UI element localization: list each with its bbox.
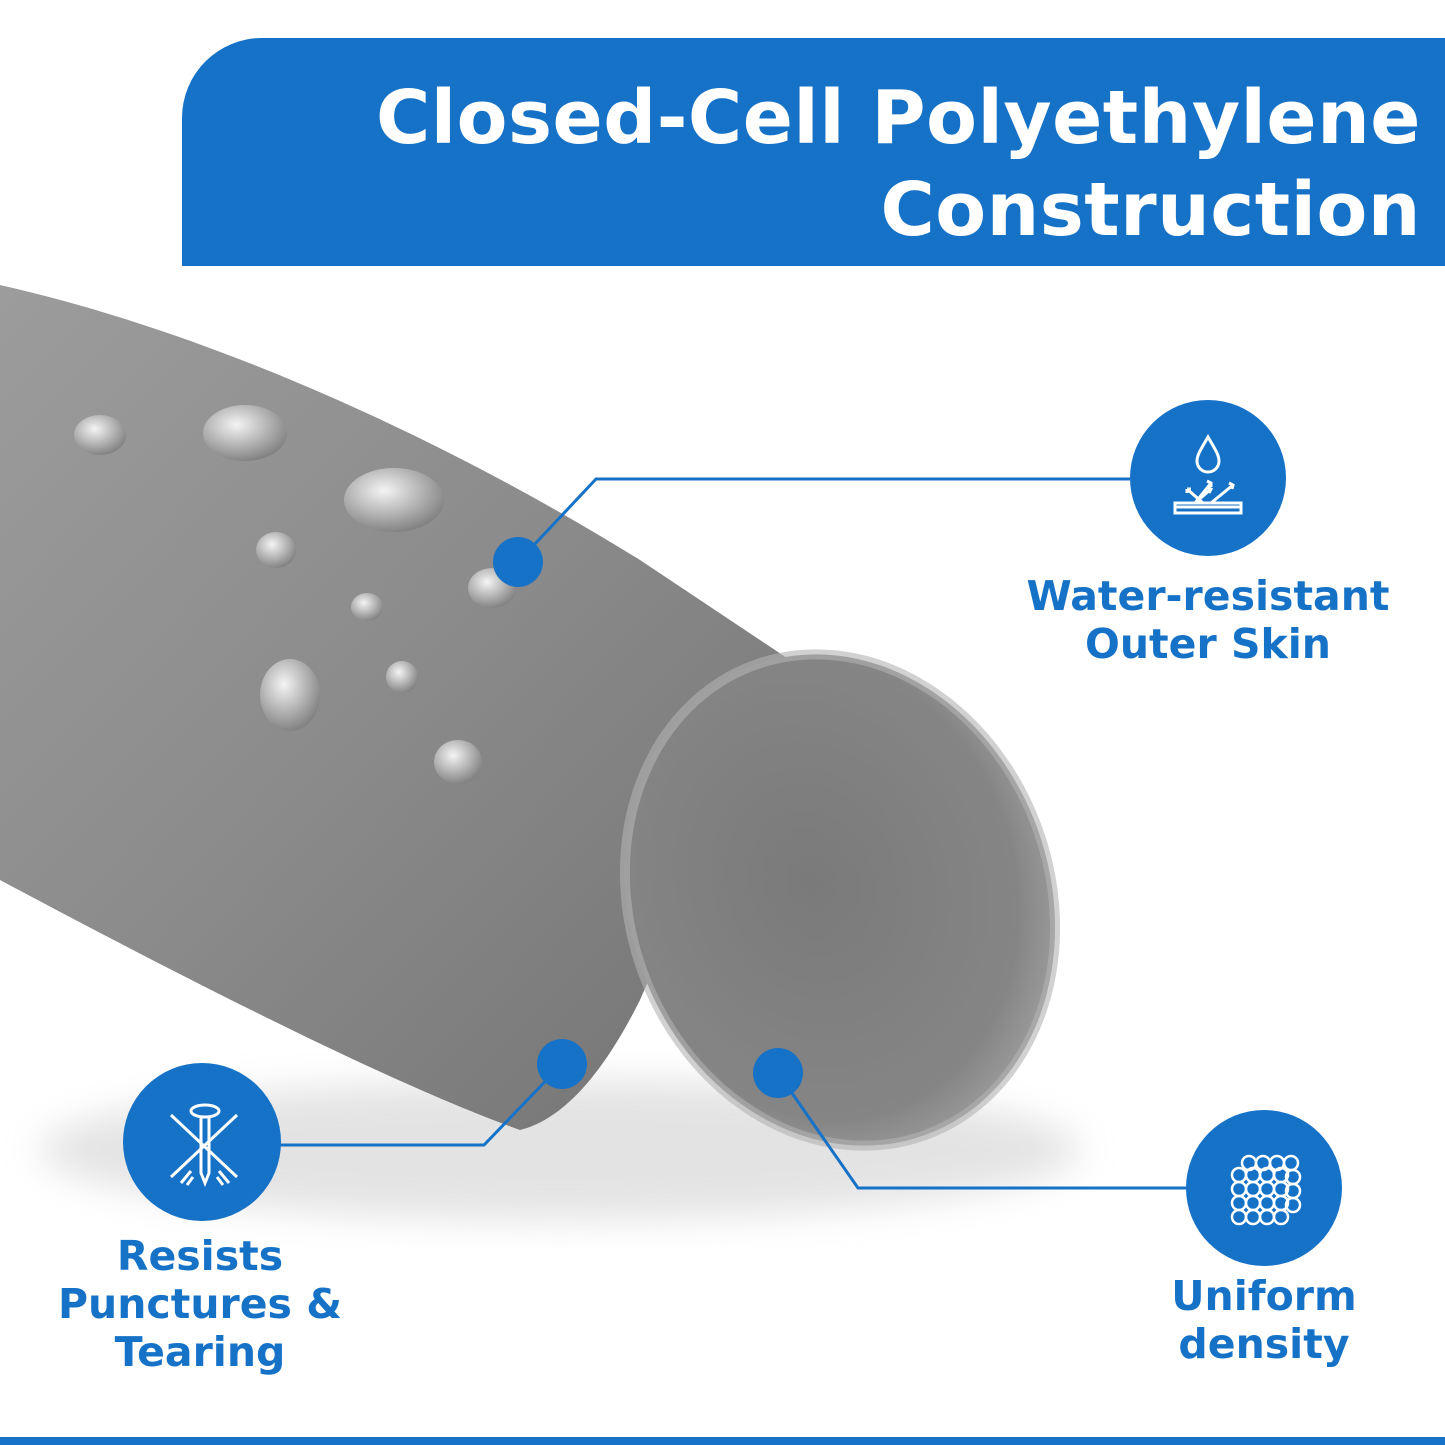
foam-tube-body <box>0 285 820 1130</box>
callout-dot-puncture <box>537 1039 587 1089</box>
feature-label-puncture: Resists Punctures & Tearing <box>58 1232 342 1376</box>
nail-crossed-icon <box>123 1063 281 1221</box>
bottom-rule <box>0 1437 1445 1445</box>
connector-puncture <box>280 1062 564 1147</box>
page-title: Closed-Cell Polyethylene Construction <box>376 72 1421 256</box>
callout-dot-water <box>493 537 543 587</box>
water-drop-repel-icon <box>1130 400 1286 556</box>
title-banner: Closed-Cell Polyethylene Construction <box>182 38 1445 266</box>
title-line-1: Closed-Cell Polyethylene <box>375 75 1421 161</box>
connector-density <box>776 1072 1186 1190</box>
feature-label-water: Water-resistant Outer Skin <box>1026 572 1390 668</box>
cell-cube-icon <box>1186 1110 1342 1266</box>
foam-tube-end <box>624 654 1056 1146</box>
connector-water <box>516 477 1130 564</box>
title-line-2: Construction <box>880 167 1421 253</box>
feature-label-density: Uniform density <box>1171 1272 1357 1368</box>
callout-dot-density <box>753 1048 803 1098</box>
